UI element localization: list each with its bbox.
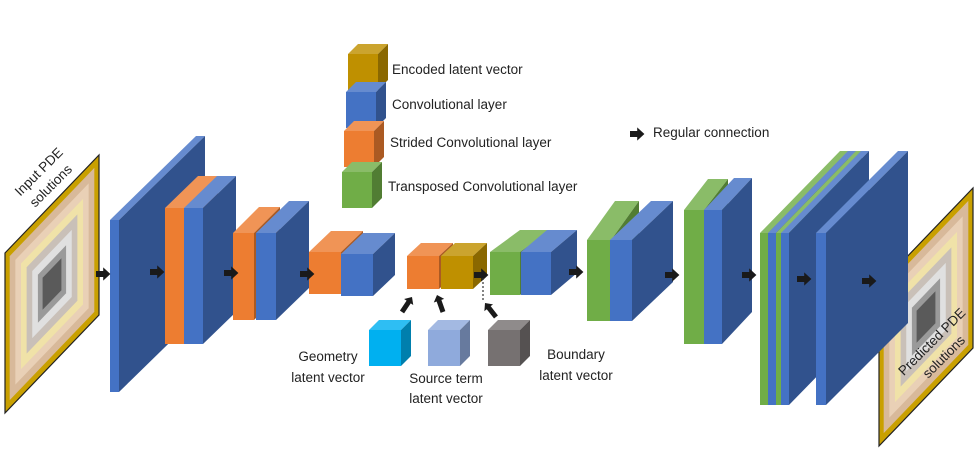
conv-block-5: [610, 201, 673, 321]
geometry-up-arrow: [399, 297, 414, 314]
connection-arrows: [96, 127, 877, 319]
boundary-label-line1: Boundary: [547, 347, 605, 362]
arrow-2: [224, 266, 239, 280]
conv-block-3: [341, 233, 395, 296]
geometry-label-line1: Geometry: [298, 349, 358, 364]
arrow-input: [96, 267, 111, 281]
legend-encoded-label: Encoded latent vector: [392, 62, 523, 77]
arrow-4: [474, 268, 489, 282]
conv-block-1: [184, 176, 236, 344]
conv-block-2: [256, 201, 309, 320]
source-up-arrow: [433, 295, 446, 313]
legend-strided-icon: [344, 121, 384, 167]
geometry-latent-cube: [369, 320, 411, 366]
legend-encoded-icon: [348, 44, 388, 90]
legend-regular-label: Regular connection: [653, 125, 769, 140]
conv-block-4: [521, 230, 577, 295]
geometry-label-line2: latent vector: [291, 370, 365, 385]
legend-strided-label: Strided Convolutional layer: [390, 135, 552, 150]
source-latent-cube: [428, 320, 470, 366]
encoded-latent-block: [441, 243, 487, 289]
boundary-latent-cube: [488, 320, 530, 366]
source-label-line1: Source term: [409, 371, 483, 386]
arrow-1: [150, 265, 165, 279]
layer-blocks: [4, 44, 974, 448]
boundary-label-line2: latent vector: [539, 368, 613, 383]
legend-transposed-label: Transposed Convolutional layer: [388, 179, 578, 194]
legend-arrow-icon: [630, 127, 645, 141]
arrow-3: [300, 267, 315, 281]
source-label-line2: latent vector: [409, 391, 483, 406]
arrow-7: [742, 268, 757, 282]
legend-transposed-icon: [342, 162, 382, 208]
conv-block-6: [704, 178, 752, 344]
input-pde-image: [4, 153, 100, 415]
arrow-output: [862, 274, 877, 288]
legend-conv-label: Convolutional layer: [392, 97, 507, 112]
arrow-6: [665, 268, 680, 282]
output-pde-image: [878, 186, 974, 448]
boundary-up-arrow: [484, 303, 498, 319]
arrow-8: [797, 272, 812, 286]
arrow-5: [569, 265, 584, 279]
